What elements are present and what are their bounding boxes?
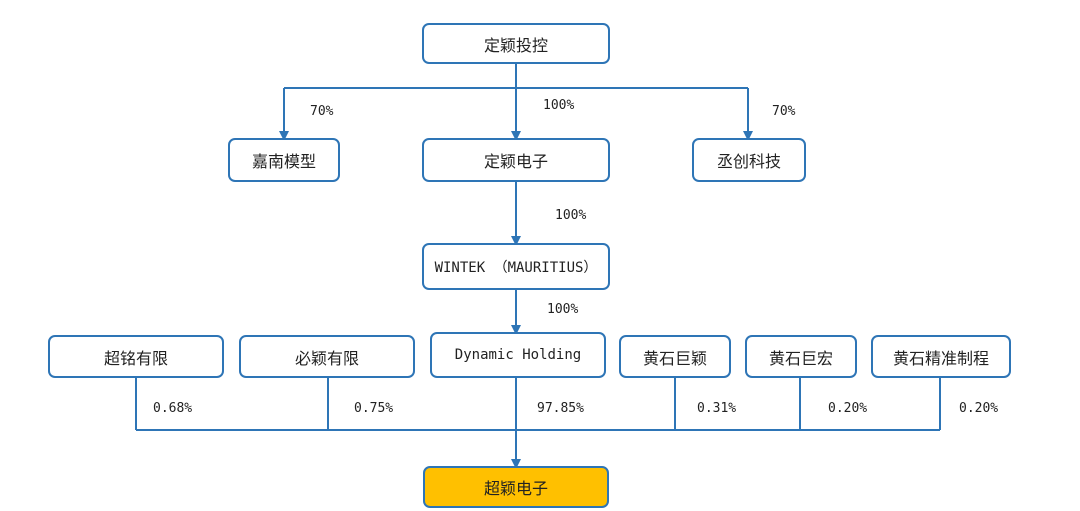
node-wintek: WINTEK （MAURITIUS） bbox=[422, 243, 610, 290]
pct-top-chengchuang: 70% bbox=[772, 104, 796, 119]
pct-top-dingying: 100% bbox=[543, 98, 575, 113]
pct-dynamic: 97.85% bbox=[537, 401, 584, 416]
pct-wintek-dynamic: 100% bbox=[547, 302, 579, 317]
pct-dingying-wintek: 100% bbox=[555, 208, 587, 223]
pct-hsjz: 0.20% bbox=[959, 401, 999, 416]
pct-hsjy: 0.31% bbox=[697, 401, 737, 416]
node-hsjy: 黄石巨颖 bbox=[619, 335, 731, 378]
pct-chaoming: 0.68% bbox=[153, 401, 193, 416]
node-chaoming: 超铭有限 bbox=[48, 335, 224, 378]
node-chengchuang: 丞创科技 bbox=[692, 138, 806, 182]
pct-hsjh: 0.20% bbox=[828, 401, 868, 416]
node-biying: 必颖有限 bbox=[239, 335, 415, 378]
node-target: 超颖电子 bbox=[423, 466, 609, 508]
node-dynamic: Dynamic Holding bbox=[430, 332, 606, 378]
node-top: 定颖投控 bbox=[422, 23, 610, 64]
node-jianan: 嘉南模型 bbox=[228, 138, 340, 182]
pct-biying: 0.75% bbox=[354, 401, 394, 416]
node-dingying-dz: 定颖电子 bbox=[422, 138, 610, 182]
node-hsjh: 黄石巨宏 bbox=[745, 335, 857, 378]
pct-top-jianan: 70% bbox=[310, 104, 334, 119]
node-hsjz: 黄石精准制程 bbox=[871, 335, 1011, 378]
